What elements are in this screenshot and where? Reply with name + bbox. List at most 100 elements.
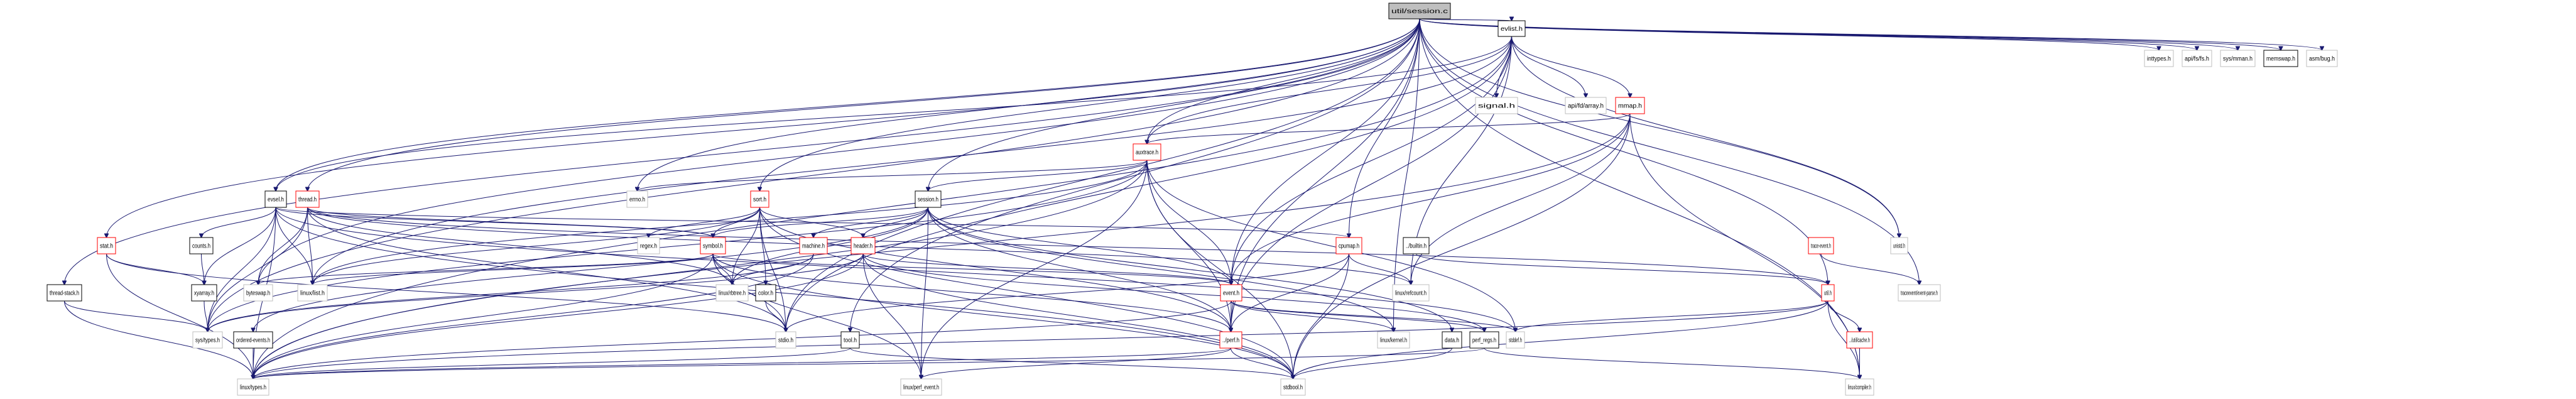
node-label: linux/list.h xyxy=(300,290,325,297)
node-utilcache-h[interactable]: ../util/cache.h xyxy=(1846,331,1873,349)
node-builtin-h[interactable]: ../builtin.h xyxy=(1403,237,1430,254)
edge-session_h-to-linuxkernel_h xyxy=(928,207,1394,332)
node-stat-h[interactable]: stat.h xyxy=(97,237,116,254)
edge-session_c-to-linuxcompiler_h xyxy=(1419,18,1860,379)
node-box xyxy=(1475,97,1518,114)
edge-session_h-to-linuxperfevent_h xyxy=(921,207,928,379)
edge-session_c-to-linuxkernel_h xyxy=(1394,18,1420,332)
node-label: stdio.h xyxy=(778,337,793,344)
node-evsel-h[interactable]: evsel.h xyxy=(264,190,287,208)
node-label: util.h xyxy=(1824,290,1832,297)
node-xyarray-h[interactable]: xyarray.h xyxy=(191,284,217,302)
node-machine-h[interactable]: machine.h xyxy=(799,237,828,254)
edge-sort_h-to-linuxlist_h xyxy=(313,207,760,285)
node-apifsfs-h: api/fs/fs.h xyxy=(2182,50,2212,67)
node-box xyxy=(297,284,328,302)
node-label: linux/compiler.h xyxy=(1848,385,1871,391)
edge-session_c-to-event_h xyxy=(1231,18,1420,285)
edge-sort_h-to-regex_h xyxy=(649,207,760,238)
edge-session_c-to-systypes_h xyxy=(208,18,1420,332)
node-label: evlist.h xyxy=(1501,26,1523,33)
edge-event_h-to-perfregs_h xyxy=(1231,300,1484,332)
node-util-h[interactable]: util.h xyxy=(1821,284,1835,302)
edge-evlist_h-to-unistd_h xyxy=(1511,36,1899,238)
node-label: regex.h xyxy=(640,243,657,250)
edge-traceevent_h-to-eventparse_h xyxy=(1820,253,1920,285)
node-session-h[interactable]: session.h xyxy=(915,190,942,208)
edge-cpumap_h-to-stdio_h xyxy=(786,253,1349,332)
node-label: linux/refcount.h xyxy=(1395,290,1427,297)
edge-stat_h-to-xyarray_h xyxy=(106,253,205,285)
node-session-c[interactable]: util/session.c xyxy=(1388,3,1451,19)
node-byteswap-h: byteswap.h xyxy=(243,284,273,302)
edge-thread_h-to-util_h xyxy=(307,207,1829,285)
node-label: linux/types.h xyxy=(240,385,266,391)
node-label: data.h xyxy=(1445,337,1459,344)
node-label: asm/bug.h xyxy=(2309,56,2335,63)
node-evlist-h[interactable]: evlist.h xyxy=(1497,20,1526,37)
edge-stat_h-to-linuxtypes_h xyxy=(106,253,254,379)
node-box xyxy=(1388,3,1451,19)
edge-auxtrace_h-to-linuxperfevent_h xyxy=(921,160,1148,379)
edge-perf_h-to-stdbool_h xyxy=(1231,347,1293,379)
edge-session_c-to-asmbug_h xyxy=(1419,18,2322,50)
edge-evlist_h-to-evsel_h xyxy=(276,36,1512,191)
edge-auxtrace_h-to-linuxlist_h xyxy=(313,160,1148,285)
node-label: stdbool.h xyxy=(1283,385,1303,391)
edge-session_h-to-data_h xyxy=(928,207,1452,332)
node-box xyxy=(1890,237,1908,254)
edge-threadstack_h-to-linuxtypes_h xyxy=(64,300,254,379)
edge-sort_h-to-perf_h xyxy=(759,207,1231,332)
node-auxtrace-h[interactable]: auxtrace.h xyxy=(1133,143,1161,161)
edge-session_c-to-stdio_h xyxy=(786,18,1420,332)
node-label: stddef.h xyxy=(1509,337,1522,344)
node-sort-h[interactable]: sort.h xyxy=(750,190,769,208)
node-box xyxy=(851,237,876,254)
node-orderedevents-h[interactable]: ordered-events.h xyxy=(233,331,273,349)
node-symbol-h[interactable]: symbol.h xyxy=(700,237,726,254)
edge-counts_h-to-xyarray_h xyxy=(201,253,205,285)
node-box xyxy=(1335,237,1362,254)
node-label: counts.h xyxy=(192,243,210,250)
node-memswap-h[interactable]: memswap.h xyxy=(2263,50,2298,67)
node-label: unistd.h xyxy=(1893,243,1905,250)
node-label: symbol.h xyxy=(703,243,723,250)
node-systypes-h: sys/types.h xyxy=(192,331,223,349)
node-label: ../perf.h xyxy=(1222,337,1239,344)
edge-session_c-to-apifsfs_h xyxy=(1419,18,2197,50)
edge-data_h-to-stdbool_h xyxy=(1293,347,1452,379)
node-traceevent-h[interactable]: trace-event.h xyxy=(1808,237,1834,254)
node-thread-h[interactable]: thread.h xyxy=(295,190,320,208)
edge-event_h-to-stddef_h xyxy=(1231,300,1516,332)
node-cpumap-h[interactable]: cpumap.h xyxy=(1335,237,1362,254)
edge-evlist_h-to-event_h xyxy=(1231,36,1512,285)
edge-session_c-to-sysmman_h xyxy=(1419,18,2238,50)
node-perf-h[interactable]: ../perf.h xyxy=(1219,331,1242,349)
node-event-h[interactable]: event.h xyxy=(1220,284,1242,302)
edge-symbol_h-to-event_h xyxy=(712,253,1231,285)
node-linuxkernel-h: linux/kernel.h xyxy=(1377,331,1410,349)
node-color-h[interactable]: color.h xyxy=(755,284,776,302)
node-header-h[interactable]: header.h xyxy=(851,237,876,254)
node-counts-h[interactable]: counts.h xyxy=(189,237,214,254)
node-label: header.h xyxy=(854,243,872,250)
edge-cpumap_h-to-linuxrefcount_h xyxy=(1349,253,1411,285)
node-tool-h[interactable]: tool.h xyxy=(840,331,860,349)
node-mmap-h[interactable]: mmap.h xyxy=(1615,97,1645,114)
edge-session_h-to-header_h xyxy=(863,207,928,238)
edge-session_c-to-cpumap_h xyxy=(1349,18,1420,238)
edge-symbol_h-to-byteswap_h xyxy=(258,253,714,285)
edge-session_h-to-perf_h xyxy=(928,207,1231,332)
edge-machine_h-to-systypes_h xyxy=(208,253,814,332)
node-label: perf_regs.h xyxy=(1472,337,1496,344)
edge-perfregs_h-to-linuxtypes_h xyxy=(253,347,1485,379)
node-perfregs-h[interactable]: perf_regs.h xyxy=(1469,331,1499,349)
node-linuxrbtree-h: linux/rbtree.h xyxy=(715,284,749,302)
edge-event_h-to-linuxkernel_h xyxy=(1231,300,1394,332)
node-box xyxy=(715,284,749,302)
edge-evsel_h-to-counts_h xyxy=(202,207,276,238)
node-threadstack-h[interactable]: thread-stack.h xyxy=(46,284,82,302)
node-label: ordered-events.h xyxy=(236,337,270,344)
node-data-h[interactable]: data.h xyxy=(1442,331,1462,349)
node-box xyxy=(264,190,287,208)
